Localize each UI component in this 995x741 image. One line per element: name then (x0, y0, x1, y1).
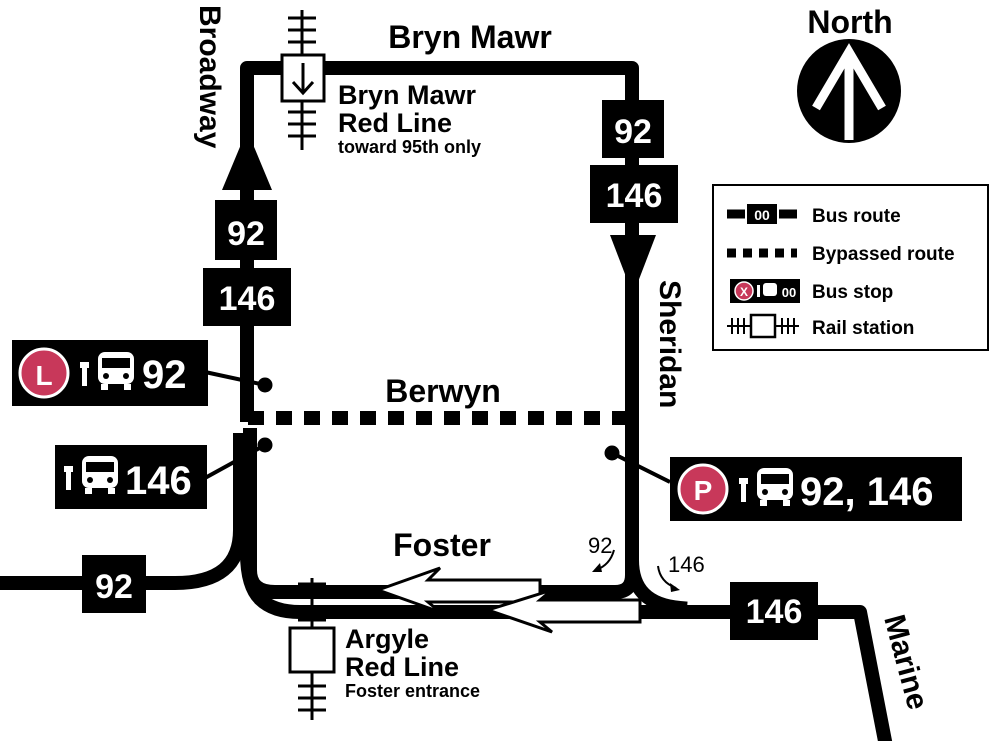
svg-text:X: X (740, 285, 748, 299)
street-label-bryn-mawr: Bryn Mawr (388, 19, 552, 55)
station-bryn-mawr: Bryn Mawr Red Line toward 95th only (280, 10, 481, 157)
street-label-foster: Foster (393, 527, 491, 563)
down-arrow-icon (291, 63, 315, 96)
l-station-badge (18, 347, 70, 399)
street-label-broadway: Broadway (193, 5, 226, 149)
bus-stop-146: 146 (55, 445, 207, 509)
turn-indicator-92: 92 (588, 533, 615, 572)
turn-indicator-146: 146 (657, 552, 705, 592)
station-box (288, 626, 336, 674)
foster-westbound-arrow (373, 566, 542, 614)
svg-text:146: 146 (746, 593, 803, 631)
sheridan-outer (624, 552, 688, 616)
legend-bus-route-icon: 00 (727, 202, 797, 226)
legend-rail-station-icon (727, 313, 799, 339)
bus-stop-icon (739, 468, 793, 506)
bus-stop-icon (80, 352, 134, 390)
sheridan-direction-arrow (610, 235, 656, 295)
svg-text:Bus route: Bus route (812, 206, 901, 227)
svg-text:00: 00 (782, 285, 796, 300)
route-label-marine-146: 146 (730, 582, 818, 640)
svg-text:L: L (35, 360, 52, 391)
svg-text:P: P (694, 475, 713, 506)
svg-text:toward 95th only: toward 95th only (338, 137, 481, 157)
svg-text:146: 146 (219, 280, 276, 318)
svg-text:Red Line: Red Line (338, 108, 452, 138)
foster-west-route (0, 433, 247, 590)
svg-text:Red Line: Red Line (345, 652, 459, 682)
svg-text:146: 146 (606, 177, 663, 215)
svg-text:146: 146 (125, 459, 192, 503)
broadway-direction-arrow (222, 130, 272, 190)
bus-stop-p: P 92, 146 (670, 457, 962, 521)
p-station-badge (677, 463, 729, 515)
station-argyle: Argyle Red Line Foster entrance (288, 578, 480, 720)
route-label-broadway-92: 92 (215, 200, 277, 260)
route-label-sheridan-92: 92 (602, 100, 664, 158)
svg-text:92: 92 (588, 533, 612, 558)
legend: 00 Bus route Bypassed route X 00 Bus sto… (712, 184, 989, 351)
street-label-marine: Marine (877, 611, 934, 713)
foster-westbound-arrow-2 (483, 588, 642, 634)
bus-stop-markers (204, 370, 671, 484)
svg-text:Bypassed route: Bypassed route (812, 244, 955, 265)
svg-text:92: 92 (95, 568, 133, 606)
compass: North (797, 4, 901, 143)
route-label-broadway-146: 146 (203, 268, 291, 326)
svg-text:Bryn Mawr: Bryn Mawr (338, 80, 477, 110)
rail-track-icon (298, 578, 326, 720)
bus-stop-icon (64, 456, 118, 494)
compass-label: North (807, 4, 892, 40)
svg-text:92, 146: 92, 146 (800, 470, 933, 514)
svg-text:Argyle: Argyle (345, 624, 429, 654)
svg-text:Rail station: Rail station (812, 318, 914, 339)
street-label-berwyn: Berwyn (385, 373, 501, 409)
street-label-sheridan: Sheridan (653, 280, 686, 408)
route-lines (0, 61, 893, 741)
svg-text:146: 146 (668, 552, 705, 577)
route-label-foster-west-92: 92 (82, 555, 146, 613)
svg-text:92: 92 (227, 215, 265, 253)
marine-route (239, 552, 893, 741)
route-label-sheridan-146: 146 (590, 165, 678, 223)
svg-text:92: 92 (614, 113, 652, 151)
bus-stop-l: L 92 (12, 340, 208, 406)
legend-bus-stop-icon: X 00 (730, 279, 800, 303)
svg-text:92: 92 (142, 353, 187, 397)
svg-text:00: 00 (754, 207, 770, 223)
svg-text:Bus stop: Bus stop (812, 282, 893, 303)
svg-text:Foster entrance: Foster entrance (345, 681, 480, 701)
